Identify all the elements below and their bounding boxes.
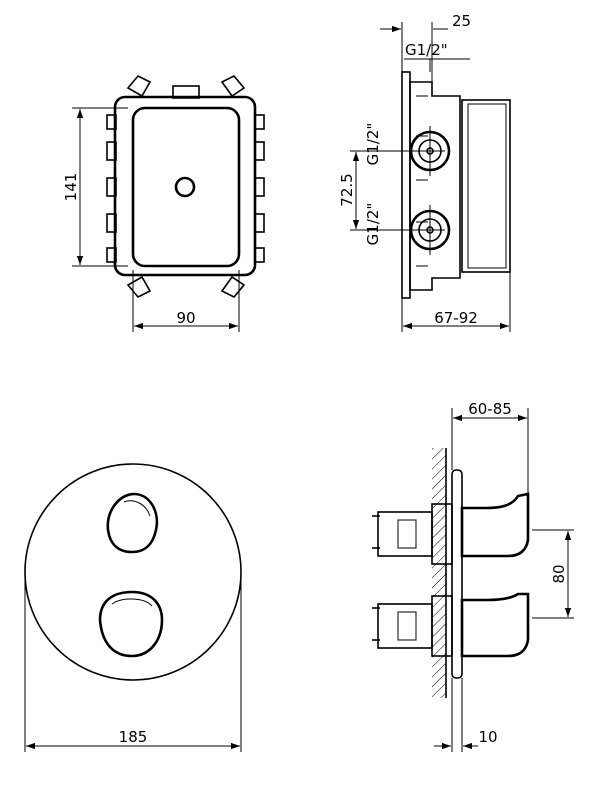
box-side-view [350,22,511,332]
dim-inlet-spacing: 72.5 [338,173,356,206]
box-front-view [72,75,265,332]
dim-plate-thickness: 10 [478,728,497,746]
dim-thread-upper: G1/2" [364,123,382,166]
dim-plate-diameter: 185 [119,728,148,746]
assembly-side-view [372,408,574,752]
plate-front-view [24,463,242,752]
dim-depth-top: 25 [452,12,471,30]
dim-box-width: 90 [176,309,195,327]
dim-thread-lower: G1/2" [364,203,382,246]
dim-box-height: 141 [62,173,80,202]
dim-box-depth: 67-92 [434,309,478,327]
dim-thread-top: G1/2" [405,41,448,59]
dim-handle-projection: 60-85 [468,400,512,418]
dim-handle-spacing: 80 [550,564,568,583]
